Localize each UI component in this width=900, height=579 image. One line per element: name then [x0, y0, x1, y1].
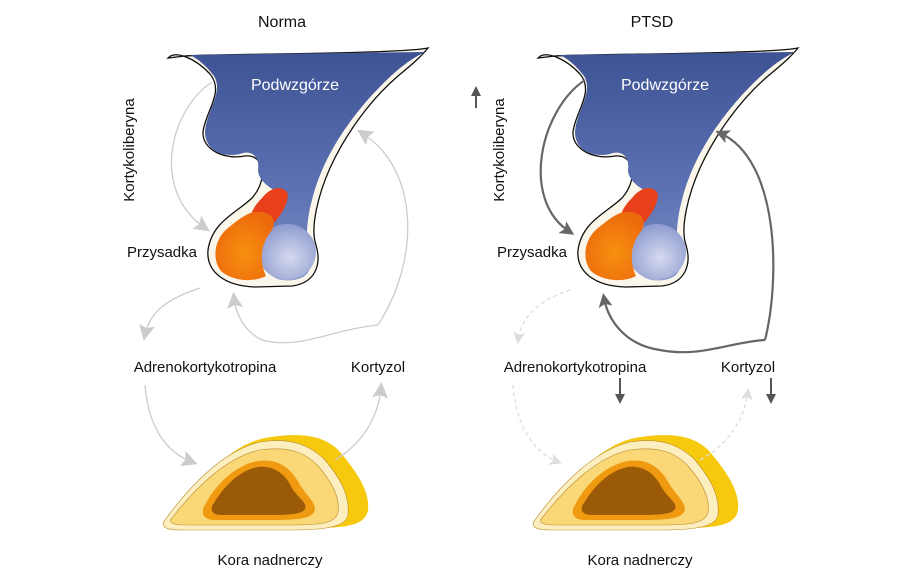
cortisol-feedback-hypothalamus-arrow	[356, 129, 409, 326]
cortisol-feedback-pituitary-arrow	[227, 292, 379, 344]
acth-release-arrow	[139, 287, 201, 341]
pituitary-label: Przysadka	[497, 244, 568, 261]
acth-label: Adrenokortykotropina	[504, 359, 647, 376]
panel-title: PTSD	[631, 14, 674, 31]
cortisol-decrease-arrow-icon	[766, 394, 776, 404]
acth-decrease-arrow-icon	[615, 394, 625, 404]
anterior-pituitary	[585, 211, 644, 281]
crh-label: Kortykoliberyna	[121, 98, 138, 202]
posterior-pituitary	[628, 224, 686, 280]
anterior-pituitary	[215, 211, 274, 281]
adrenal-to-cortisol-arrow	[334, 382, 389, 461]
posterior-pituitary	[258, 224, 316, 280]
crh-increase-arrow-icon	[471, 86, 481, 96]
adrenal-label: Kora nadnerczy	[587, 552, 693, 569]
crh-label: Kortykoliberyna	[491, 98, 508, 202]
cortisol-label: Kortyzol	[351, 359, 405, 376]
adrenal-label: Kora nadnerczy	[217, 552, 323, 569]
cortisol-feedback-pituitary-arrow	[598, 293, 766, 354]
pituitary-label: Przysadka	[127, 244, 198, 261]
panel-ptsd: PTSD PodwzgórzeKortykoliberynaPrzysadkaAd…	[471, 14, 800, 569]
cortisol-feedback-hypothalamus-arrow	[715, 130, 775, 341]
acth-label: Adrenokortykotropina	[134, 359, 277, 376]
acth-to-adrenal-arrow	[144, 384, 198, 467]
panel-norma: NormaPodwzgórzeKortykoliberynaPrzysadkaA…	[121, 14, 430, 569]
crh-arrow	[170, 81, 213, 232]
acth-to-adrenal-arrow	[512, 384, 562, 465]
crh-arrow	[539, 79, 586, 235]
adrenal-to-cortisol-arrow	[699, 388, 753, 461]
adrenal-medulla	[581, 466, 676, 515]
hypothalamus-shape	[190, 52, 425, 281]
hypothalamus-label: Podwzgórze	[621, 77, 709, 94]
cortisol-label: Kortyzol	[721, 359, 775, 376]
hypothalamus-shape	[560, 52, 795, 281]
adrenal-medulla	[211, 466, 306, 515]
acth-release-arrow	[513, 289, 571, 344]
panel-title: Norma	[258, 14, 306, 31]
hypothalamus-label: Podwzgórze	[251, 77, 339, 94]
